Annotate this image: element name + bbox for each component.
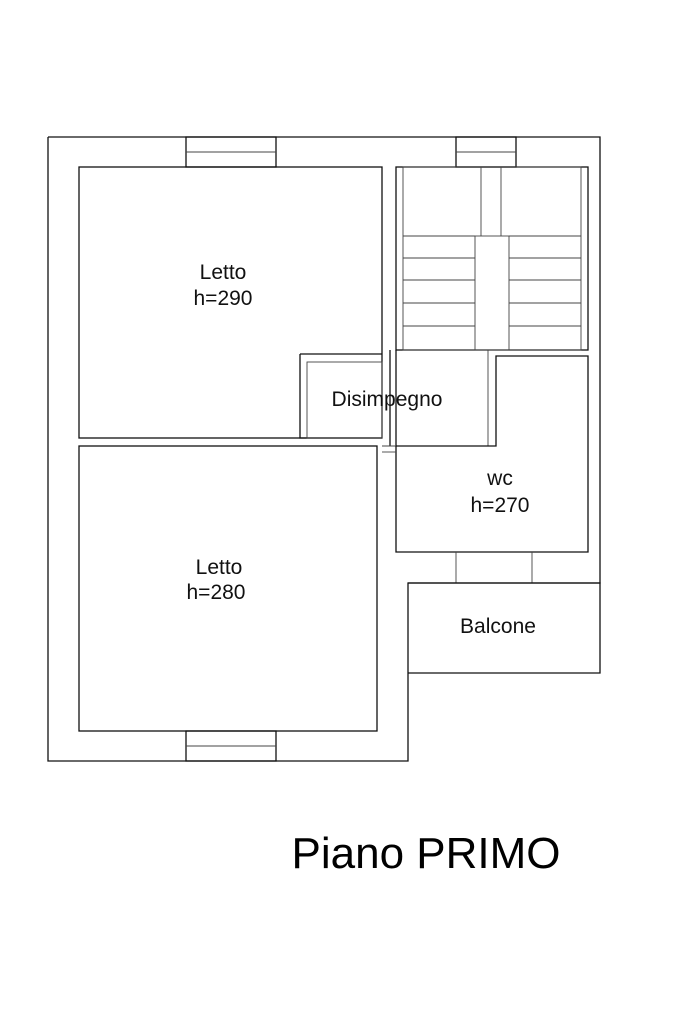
room-bedroom-top: Letto h=290 [78, 166, 383, 439]
window-bottom [185, 730, 277, 762]
room-wc: wc h=270 [382, 355, 589, 553]
room-label-hallway: Disimpegno [332, 388, 443, 411]
room-hallway: Disimpegno [299, 350, 489, 447]
room-bedroom-bottom: Letto h=280 [78, 445, 378, 732]
balcony-door [455, 552, 533, 583]
floor-title: Piano PRIMO [292, 829, 561, 878]
room-label-bedroom-bottom: Letto [196, 556, 243, 579]
room-label-wc: wc [486, 467, 513, 490]
balcony: Balcone [408, 582, 601, 674]
room-height-bedroom-bottom: h=280 [187, 581, 246, 604]
room-height-bedroom-top: h=290 [194, 287, 253, 310]
room-label-bedroom-top: Letto [200, 261, 247, 284]
window-top-left [185, 136, 277, 168]
room-label-balcony: Balcone [460, 615, 536, 638]
staircase [395, 166, 589, 351]
outer-walls [47, 136, 601, 762]
room-height-wc: h=270 [471, 494, 530, 517]
window-top-right [455, 136, 517, 168]
